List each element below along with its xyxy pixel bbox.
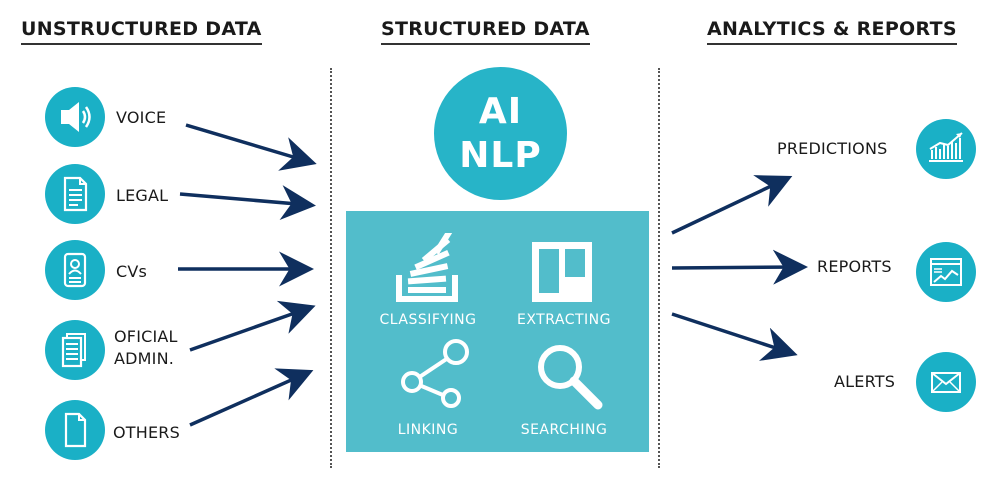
blank-file-icon bbox=[45, 400, 105, 460]
id-badge-icon bbox=[45, 240, 105, 300]
source-label-line2: ADMIN. bbox=[114, 349, 175, 368]
column-divider-right bbox=[658, 68, 660, 468]
arrow-others bbox=[189, 368, 314, 427]
process-label-linking: LINKING bbox=[397, 422, 459, 438]
source-label-others: OTHERS bbox=[113, 423, 180, 442]
header-unstructured-data: UNSTRUCTURED DATA bbox=[21, 18, 262, 45]
source-label-line1: OFICIAL bbox=[114, 327, 178, 346]
source-label-voice: VOICE bbox=[116, 108, 167, 127]
output-label-predictions: PREDICTIONS bbox=[777, 139, 888, 158]
process-label-extracting: EXTRACTING bbox=[516, 312, 611, 328]
arrow-reports bbox=[671, 249, 808, 285]
share-nodes-icon bbox=[401, 339, 469, 408]
envelope-icon bbox=[916, 352, 976, 412]
arrow-legal bbox=[179, 185, 316, 221]
stacked-bars-icon bbox=[396, 233, 458, 302]
arrow-voice bbox=[185, 123, 317, 171]
arrow-oficial bbox=[189, 300, 316, 352]
header-structured-data: STRUCTURED DATA bbox=[381, 18, 590, 45]
processing-box: CLASSIFYING EXTRACTING LINKING SEARCHING bbox=[346, 211, 649, 452]
output-label-alerts: ALERTS bbox=[834, 372, 896, 391]
header-analytics-reports: ANALYTICS & REPORTS bbox=[707, 18, 957, 45]
arrow-predictions bbox=[671, 175, 793, 235]
growth-chart-icon bbox=[916, 119, 976, 179]
source-label-legal: LEGAL bbox=[116, 186, 169, 205]
output-label-reports: REPORTS bbox=[817, 257, 892, 276]
document-icon bbox=[45, 164, 105, 224]
ai-text: AI bbox=[478, 90, 523, 132]
process-label-searching: SEARCHING bbox=[520, 422, 608, 438]
magnifier-icon bbox=[538, 345, 603, 410]
dashboard-window-icon bbox=[916, 242, 976, 302]
source-label-cvs: CVs bbox=[116, 262, 148, 281]
column-divider-left bbox=[330, 68, 332, 468]
speaker-icon bbox=[45, 87, 105, 147]
arrow-alerts bbox=[671, 312, 798, 361]
nlp-text: NLP bbox=[459, 134, 542, 176]
process-label-classifying: CLASSIFYING bbox=[379, 312, 477, 328]
board-columns-icon bbox=[532, 242, 592, 302]
ai-nlp-badge: AI NLP bbox=[434, 67, 567, 200]
stacked-documents-icon bbox=[45, 320, 105, 380]
source-label-oficial-admin: OFICIAL ADMIN. bbox=[114, 326, 178, 370]
